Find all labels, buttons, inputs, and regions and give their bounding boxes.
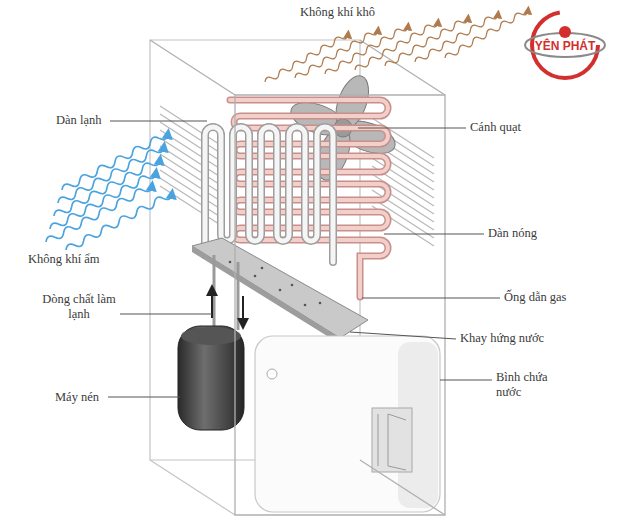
air-arrow xyxy=(48,170,157,233)
leader-line xyxy=(358,128,466,129)
air-arrow xyxy=(414,12,500,65)
water-drop xyxy=(261,267,264,270)
louver xyxy=(160,162,222,202)
flow-arrows xyxy=(212,290,243,324)
part-label: Dàn lạnh xyxy=(56,113,116,128)
tank-handle xyxy=(378,414,406,470)
air-arrow xyxy=(354,20,440,73)
tank-body xyxy=(255,336,440,512)
air-label: Không khí khô xyxy=(300,5,410,20)
housing-edge xyxy=(235,95,445,515)
part-label: Dàn nóng xyxy=(488,226,578,241)
compressor-body xyxy=(178,326,244,430)
air-arrow xyxy=(64,191,173,254)
louver xyxy=(160,170,222,210)
leader-line xyxy=(108,397,180,398)
part-label: Khay hứng nước xyxy=(460,331,580,346)
housing-front xyxy=(150,40,445,515)
water-drop xyxy=(279,289,282,292)
part-label: Dòng chất làm lạnh xyxy=(40,292,118,322)
louver xyxy=(160,130,222,170)
part-label: Máy nén xyxy=(55,390,115,405)
logo-dot xyxy=(559,26,571,38)
pipe xyxy=(237,262,240,330)
tank-handle xyxy=(372,408,412,472)
louver xyxy=(160,154,222,194)
louver xyxy=(160,186,222,226)
water-drop xyxy=(254,275,257,278)
water-drop xyxy=(304,304,307,307)
leader-line xyxy=(362,298,500,299)
air-arrow xyxy=(384,16,470,69)
leader-line xyxy=(440,380,492,381)
air-arrow xyxy=(324,24,410,77)
pipe xyxy=(213,255,216,330)
louver xyxy=(160,138,222,178)
leader-lines xyxy=(108,121,500,397)
air-arrow xyxy=(56,144,165,207)
leader-line xyxy=(350,332,456,339)
humid-air-arrows xyxy=(44,131,173,254)
louver xyxy=(160,178,222,218)
dry-air-arrows xyxy=(264,8,530,85)
leader-line xyxy=(110,121,207,122)
air-arrow xyxy=(264,32,350,85)
tray xyxy=(192,238,368,338)
louver xyxy=(372,174,434,214)
water-drop xyxy=(319,302,322,305)
compressor xyxy=(178,326,244,430)
housing-edge xyxy=(360,40,445,95)
louver xyxy=(372,198,434,238)
leader-line xyxy=(120,314,212,315)
air-label: Không khí ẩm xyxy=(28,252,138,267)
part-label: Bình chứa nước xyxy=(496,370,560,400)
louver xyxy=(160,114,222,154)
tank-inlet xyxy=(267,369,277,379)
housing-edge xyxy=(150,40,235,95)
water-drop xyxy=(291,284,294,287)
flow-arrow xyxy=(242,296,244,324)
part-label: Ống dẫn gas xyxy=(504,290,604,305)
logo-text: YÊN PHÁT xyxy=(520,39,610,54)
housing-edge xyxy=(150,460,235,515)
louver xyxy=(372,158,434,198)
part-label: Cánh quạt xyxy=(470,120,560,135)
air-arrow xyxy=(60,131,169,194)
water-drop xyxy=(229,261,232,264)
air-arrow xyxy=(52,157,161,220)
air-arrow xyxy=(294,28,380,81)
leader-line xyxy=(384,234,484,235)
louver xyxy=(160,146,222,186)
housing-edge xyxy=(360,460,445,515)
water-tank xyxy=(255,336,440,512)
air-arrow xyxy=(444,8,530,61)
compressor-top xyxy=(181,327,241,345)
